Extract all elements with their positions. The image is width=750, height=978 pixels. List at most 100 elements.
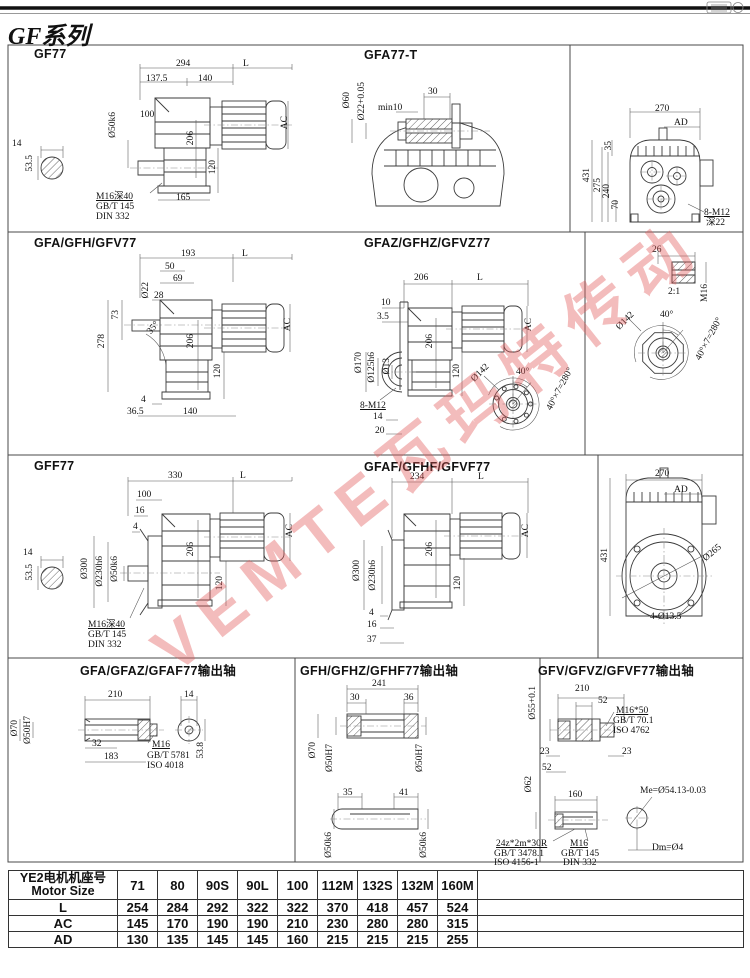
gfa-dim-d22: Ø22 — [141, 282, 151, 299]
gfaz-tap-spec: 8-M12 — [360, 401, 386, 411]
col-90L: 90L — [237, 870, 278, 900]
AC-90L: 190 — [237, 915, 278, 932]
outa-dim-183: 183 — [104, 752, 119, 762]
rear-view-bottom-drawing — [609, 467, 717, 624]
gfaz-dim-20: 20 — [375, 426, 385, 436]
AC-empty — [477, 915, 744, 932]
outh-dim-36: 36 — [404, 693, 414, 703]
gff-din-standard: DIN 332 — [88, 640, 122, 650]
gfa-title: GFA/GFH/GFV77 — [34, 236, 137, 250]
gearbox-logo-icon — [706, 1, 744, 14]
gfa77t-title: GFA77-T — [364, 48, 418, 62]
gff-dim-535: 53.5 — [25, 564, 35, 581]
gff-dim-206: 206 — [186, 542, 196, 557]
row-label-AD: AD — [8, 931, 118, 948]
gfa-dim-193: 193 — [181, 249, 196, 259]
gfaf-dim-37: 37 — [367, 635, 377, 645]
gf77-dim-294: 294 — [176, 59, 191, 69]
page-title: GF系列 — [8, 24, 90, 50]
outv-dim-160: 160 — [568, 790, 583, 800]
outa-gb-standard: GB/T 5781 — [147, 751, 190, 761]
gfa-dim-50: 50 — [165, 262, 175, 272]
rearbot-holes: 4-Ø13.5 — [650, 612, 682, 622]
gff-dim-d230: Ø230h6 — [95, 556, 105, 587]
AD-empty — [477, 931, 744, 948]
rear-view-top-drawing — [591, 108, 714, 223]
gfaz-dim-35: 3.5 — [377, 312, 389, 322]
gf77-din-standard: DIN 332 — [96, 212, 130, 222]
gfa77t-dim-d60: Ø60 — [342, 92, 352, 109]
L-100: 322 — [277, 899, 318, 916]
col-132M: 132M — [397, 870, 438, 900]
reartop-tap-spec: 8-M12 — [704, 208, 730, 218]
gfaz-angle-40: 40° — [516, 367, 530, 377]
gfa-dim-278: 278 — [97, 334, 107, 349]
L-132M: 457 — [397, 899, 438, 916]
gfaz-dim-10: 10 — [381, 298, 391, 308]
outh-dim-41: 41 — [399, 788, 409, 798]
outv-gb3478-standard: GB/T 3478.1 — [494, 849, 544, 859]
detail-dim-M16: M16 — [700, 284, 710, 302]
gff-dim-L: L — [240, 471, 246, 481]
gfaf-dim-4: 4 — [369, 608, 374, 618]
AD-100: 160 — [277, 931, 318, 948]
L-71: 254 — [117, 899, 158, 916]
gfaz-dim-120: 120 — [452, 364, 462, 379]
motor-size-header-en: Motor Size — [31, 884, 95, 898]
outv-spline-spec: 24z*2m*30R — [496, 839, 548, 849]
output-h-title: GFH/GFHZ/GFHF77输出轴 — [300, 664, 459, 678]
gff-dim-14: 14 — [23, 548, 33, 558]
output-v-title: GFV/GFVZ/GFVF77输出轴 — [538, 664, 695, 678]
row-label-AC: AC — [8, 915, 118, 932]
gfaz-dim-14: 14 — [373, 412, 383, 422]
gff-thread-spec: M16深40 — [88, 620, 125, 630]
outh-dim-d70: Ø70 — [308, 742, 318, 759]
col-90S: 90S — [197, 870, 238, 900]
outh-dim-d50k-left: Ø50k6 — [324, 832, 334, 858]
outa-dim-d70: Ø70 — [10, 720, 20, 737]
gfaf-dim-206: 206 — [425, 542, 435, 557]
outv-dim-23-right: 23 — [622, 747, 632, 757]
gfaf-dim-d300: Ø300 — [352, 560, 362, 582]
gf77-dim-53: 53.5 — [25, 155, 35, 172]
outv-iso4762-standard: ISO 4762 — [613, 726, 650, 736]
gfaf-drawing — [363, 478, 529, 644]
rearbot-dim-270: 270 — [655, 469, 670, 479]
L-empty — [477, 899, 744, 916]
gfaz-dim-d170: Ø170 — [354, 352, 364, 374]
gf77-dim-165: 165 — [176, 193, 191, 203]
gf77-dim-120: 120 — [208, 160, 218, 175]
gfaz-drawing — [365, 280, 540, 435]
gff-dim-100: 100 — [137, 490, 152, 500]
gfa-drawing — [107, 254, 293, 417]
gff-dim-16: 16 — [135, 506, 145, 516]
outv-gb145-standard: GB/T 145 — [561, 849, 600, 859]
outv-dm-dim: Dm=Ø4 — [652, 843, 684, 853]
AC-132M: 280 — [397, 915, 438, 932]
gfa-dim-73: 73 — [111, 310, 121, 320]
reartop-dim-240: 240 — [602, 184, 612, 199]
L-80: 284 — [157, 899, 198, 916]
gfa77t-dim-min10: min10 — [378, 103, 403, 113]
table-row-AC: AC 145 170 190 190 210 230 280 280 315 — [8, 915, 744, 932]
gff-dim-120: 120 — [215, 576, 225, 591]
gfaf-dim-AC: AC — [521, 524, 531, 538]
AC-90S: 190 — [197, 915, 238, 932]
col-160M: 160M — [437, 870, 478, 900]
gff77-drawing — [37, 477, 293, 619]
outa-dim-32: 32 — [92, 739, 102, 749]
gf77-dim-AC: AC — [280, 116, 290, 130]
gfaf-dim-234: 234 — [410, 472, 425, 482]
gff-dim-d300: Ø300 — [80, 558, 90, 580]
gfaf-dim-d230: Ø230h6 — [368, 560, 378, 591]
outh-dim-d50k-right: Ø50k6 — [419, 832, 429, 858]
AD-71: 130 — [117, 931, 158, 948]
outh-dim-241: 241 — [372, 679, 387, 689]
AD-90L: 145 — [237, 931, 278, 948]
L-112M: 370 — [317, 899, 358, 916]
AC-112M: 230 — [317, 915, 358, 932]
table-row-AD: AD 130 135 145 145 160 215 215 215 255 — [8, 931, 744, 948]
table-header-row: YE2电机机座号 Motor Size 71 80 90S 90L 100 11… — [8, 870, 744, 900]
outv-dim-52top: 52 — [598, 696, 608, 706]
gfaz-dim-d125: Ø125h6 — [367, 352, 377, 383]
